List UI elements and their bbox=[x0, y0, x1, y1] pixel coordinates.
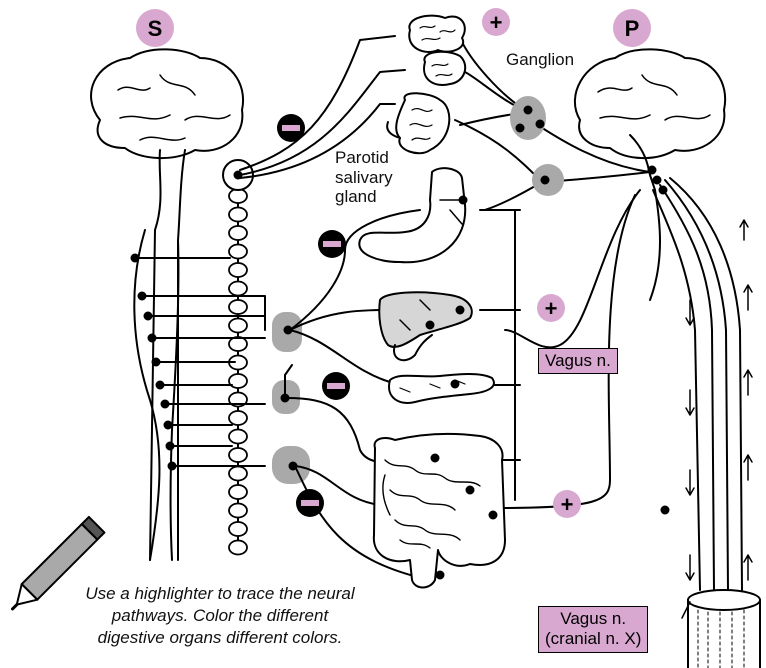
parotid-label: Parotid salivary gland bbox=[335, 148, 393, 207]
badge-parasympathetic: P bbox=[613, 9, 651, 47]
chain-ganglion bbox=[229, 541, 247, 555]
chain-ganglion bbox=[229, 411, 247, 425]
minus-badge bbox=[322, 372, 350, 400]
parotid-line-2: salivary bbox=[335, 168, 393, 188]
vagus-cranial-label: Vagus n. (cranial n. X) bbox=[538, 606, 648, 653]
plus-badge: + bbox=[482, 8, 510, 36]
parasympathetic-ganglia bbox=[510, 96, 564, 196]
spinal-cord-left-icon bbox=[134, 230, 178, 560]
vagus-cranial-line-1: Vagus n. bbox=[545, 609, 641, 629]
instruction-caption: Use a highlighter to trace the neural pa… bbox=[40, 583, 400, 649]
plus-text: + bbox=[490, 10, 503, 35]
parotid-line-1: Parotid bbox=[335, 148, 393, 168]
salivary-gland-icon bbox=[387, 16, 465, 154]
chain-ganglion bbox=[229, 485, 247, 499]
chain-ganglion bbox=[229, 226, 247, 240]
caption-line-3: digestive organs different colors. bbox=[40, 627, 400, 649]
chain-ganglion bbox=[229, 208, 247, 222]
parotid-line-3: gland bbox=[335, 187, 393, 207]
plus-badge: + bbox=[553, 490, 581, 518]
caption-line-2: pathways. Color the different bbox=[40, 605, 400, 627]
chain-ganglion bbox=[229, 245, 247, 259]
pancreas-icon bbox=[389, 374, 494, 403]
badge-s-text: S bbox=[148, 16, 163, 41]
vagus-label: Vagus n. bbox=[538, 348, 618, 374]
badge-p-text: P bbox=[625, 16, 640, 41]
plus-text: + bbox=[545, 296, 558, 321]
chain-ganglion bbox=[229, 467, 247, 481]
intestines-icon bbox=[374, 434, 505, 588]
minus-badge bbox=[318, 230, 346, 258]
chain-ganglion bbox=[229, 319, 247, 333]
chain-ganglion bbox=[229, 504, 247, 518]
plus-text: + bbox=[561, 492, 574, 517]
chain-ganglion bbox=[229, 282, 247, 296]
chain-ganglion bbox=[229, 263, 247, 277]
brain-left-icon bbox=[91, 49, 243, 560]
chain-ganglion bbox=[229, 337, 247, 351]
chain-ganglion bbox=[229, 448, 247, 462]
liver-icon bbox=[379, 292, 472, 360]
chain-ganglion bbox=[229, 189, 247, 203]
minus-badge bbox=[277, 114, 305, 142]
chain-ganglion bbox=[229, 430, 247, 444]
vagus-cranial-line-2: (cranial n. X) bbox=[545, 629, 641, 649]
minus-badge bbox=[296, 489, 324, 517]
chain-ganglion bbox=[229, 522, 247, 536]
vagus-nerve-bundle bbox=[500, 167, 742, 591]
brain-right-icon bbox=[575, 49, 725, 300]
sympathetic-chain-icon bbox=[223, 160, 253, 555]
chain-ganglion bbox=[229, 300, 247, 314]
plus-badge: + bbox=[537, 294, 565, 322]
caption-line-1: Use a highlighter to trace the neural bbox=[40, 583, 400, 605]
badge-sympathetic: S bbox=[136, 9, 174, 47]
ganglion-label: Ganglion bbox=[506, 50, 574, 70]
vagus-cylinder-icon bbox=[682, 590, 760, 668]
